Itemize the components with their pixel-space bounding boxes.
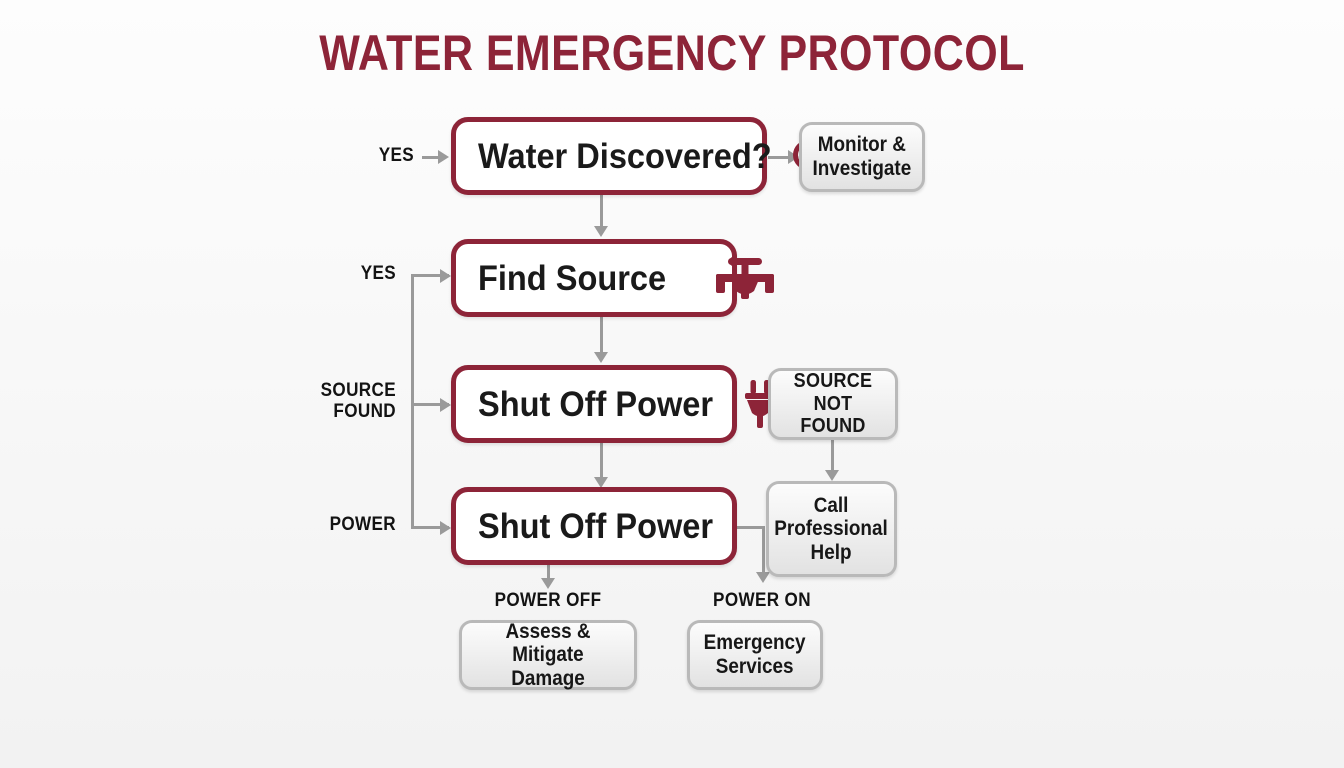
outcome-assess-mitigate-damage[interactable]: Assess & Mitigate Damage (459, 620, 637, 690)
outcome-call-professional-help[interactable]: Call Professional Help (766, 481, 897, 577)
outcome-monitor-investigate-line1: Monitor & (817, 133, 907, 157)
edge-label-yes-find-source: YES (360, 263, 396, 284)
outcome-monitor-investigate-line2: Investigate (812, 157, 912, 180)
edge-label-source-found: SOURCE FOUND (320, 380, 396, 422)
outcome-call-professional-help-line2: Professional (774, 517, 889, 541)
outcome-call-professional-help-line1: Call (814, 493, 849, 517)
connector-water-to-monitor (768, 156, 798, 159)
edge-label-power-on: POWER ON (713, 590, 811, 611)
connector-water-to-find-source (600, 195, 603, 233)
outcome-emergency-services-line1: Emergency (704, 631, 806, 655)
node-find-source-label: Find Source (478, 258, 667, 298)
node-shut-off-power-2-label: Shut Off Power (478, 506, 714, 546)
connector-source-not-found-to-call-help (831, 440, 834, 478)
arrowhead-source-not-found-to-call-help (825, 470, 839, 481)
outcome-emergency-services-label: Emergency Services (699, 631, 812, 678)
node-water-discovered[interactable]: Water Discovered? (451, 117, 836, 195)
connector-spine-to-shut-off-power-1 (411, 403, 449, 406)
node-find-source[interactable]: Find Source (451, 239, 775, 317)
connector-spine-to-shut-off-power-2 (411, 526, 449, 529)
arrowhead-spine-to-shut-off-power-2 (440, 521, 451, 535)
connector-shut-off-power-1-to-2 (600, 443, 603, 485)
connector-yes-to-water-discovered (422, 156, 446, 159)
page-title: WATER EMERGENCY PROTOCOL (319, 25, 1025, 81)
outcome-assess-mitigate-damage-label: Assess & Mitigate Damage (471, 620, 626, 691)
outcome-source-not-found-label: SOURCE NOT FOUND (777, 370, 889, 437)
connector-shut-off-power-2-to-power-off (547, 564, 550, 586)
outcome-emergency-services[interactable]: Emergency Services (687, 620, 823, 690)
arrowhead-yes-to-water-discovered (438, 150, 449, 164)
outcome-source-not-found[interactable]: SOURCE NOT FOUND (768, 368, 898, 440)
connector-power-on-drop (762, 526, 765, 578)
arrowhead-power-off (541, 578, 555, 589)
outcome-source-not-found-line1: SOURCE NOT (793, 370, 873, 415)
arrowhead-spine-to-shut-off-power-1 (440, 398, 451, 412)
edge-label-power: POWER (329, 514, 396, 535)
node-shut-off-power-2[interactable]: Shut Off Power (451, 487, 737, 565)
valve-faucet-icon (714, 253, 776, 303)
outcome-assess-mitigate-damage-line1: Assess & Mitigate (505, 619, 591, 667)
connector-shut-off-power-2-right-stub (732, 526, 764, 529)
outcome-monitor-investigate-label: Monitor & Investigate (807, 133, 917, 180)
outcome-assess-mitigate-damage-line2: Damage (511, 666, 585, 690)
connector-find-source-to-shut-off-power-1 (600, 317, 603, 357)
connector-spine-to-find-source (411, 274, 449, 277)
node-shut-off-power-1-label: Shut Off Power (478, 384, 714, 424)
outcome-call-professional-help-line3: Help (811, 540, 852, 564)
power-plug-icon (739, 378, 781, 430)
outcome-monitor-investigate[interactable]: Monitor & Investigate (799, 122, 925, 192)
outcome-call-professional-help-label: Call Professional Help (769, 494, 893, 565)
arrowhead-shut-off-power-1-to-2 (594, 477, 608, 488)
edge-label-power-off: POWER OFF (494, 590, 602, 611)
arrowhead-water-to-find-source (594, 226, 608, 237)
outcome-source-not-found-line2: FOUND (800, 415, 866, 438)
arrowhead-spine-to-find-source (440, 269, 451, 283)
node-shut-off-power-1[interactable]: Shut Off Power (451, 365, 775, 443)
outcome-emergency-services-line2: Services (716, 655, 794, 678)
arrowhead-find-source-to-shut-off-power-1 (594, 352, 608, 363)
node-water-discovered-label: Water Discovered? (478, 136, 772, 176)
connector-left-spine (411, 275, 414, 528)
arrowhead-power-on (756, 572, 770, 583)
edge-label-yes-top: YES (378, 145, 414, 166)
